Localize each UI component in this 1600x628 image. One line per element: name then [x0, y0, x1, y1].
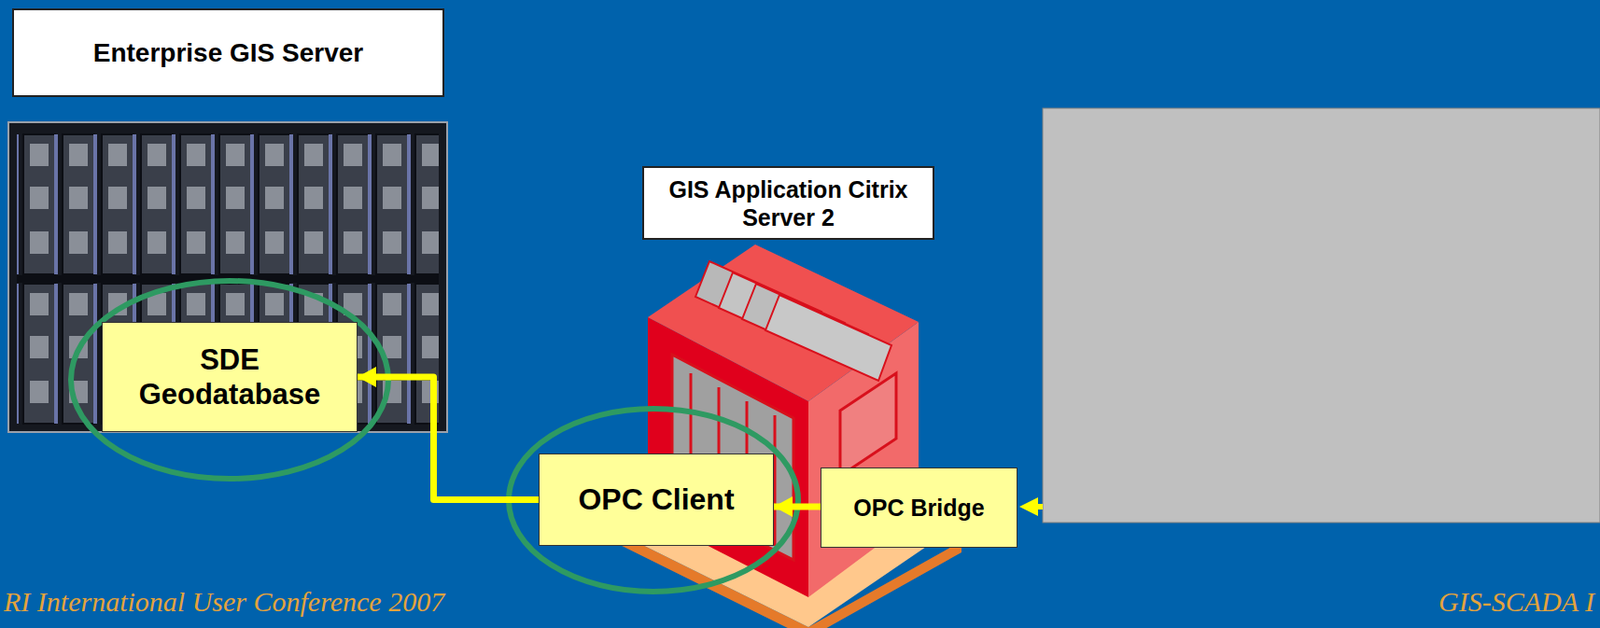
server-title-box: GIS Application Citrix Server 2 — [642, 166, 935, 240]
server-title-box: Enterprise GIS Server — [12, 8, 445, 98]
footer-text: RI International User Conference 2007 — [3, 586, 445, 618]
process-box: OPC Client — [538, 453, 774, 547]
scada-panel — [1042, 108, 1600, 523]
highlight-ellipse — [508, 408, 799, 592]
process-box: OPC Bridge — [820, 467, 1018, 548]
highlight-ellipse — [70, 280, 389, 479]
data-flow-arrow — [773, 504, 821, 511]
feed-arrowhead — [1019, 497, 1039, 517]
box-label: OPC Client — [577, 481, 734, 518]
box-label: OPC Bridge — [853, 493, 984, 522]
footer-text: GIS-SCADA I — [1438, 586, 1595, 618]
data-flow-arrow — [357, 377, 539, 501]
blade-server-image — [8, 122, 448, 433]
box-label: SDE Geodatabase — [129, 342, 331, 412]
box-label: Enterprise GIS Server — [93, 37, 364, 70]
box-label: GIS Application Citrix Server 2 — [653, 175, 925, 232]
server-cube-image — [597, 244, 962, 628]
database-box: SDE Geodatabase — [101, 322, 358, 433]
